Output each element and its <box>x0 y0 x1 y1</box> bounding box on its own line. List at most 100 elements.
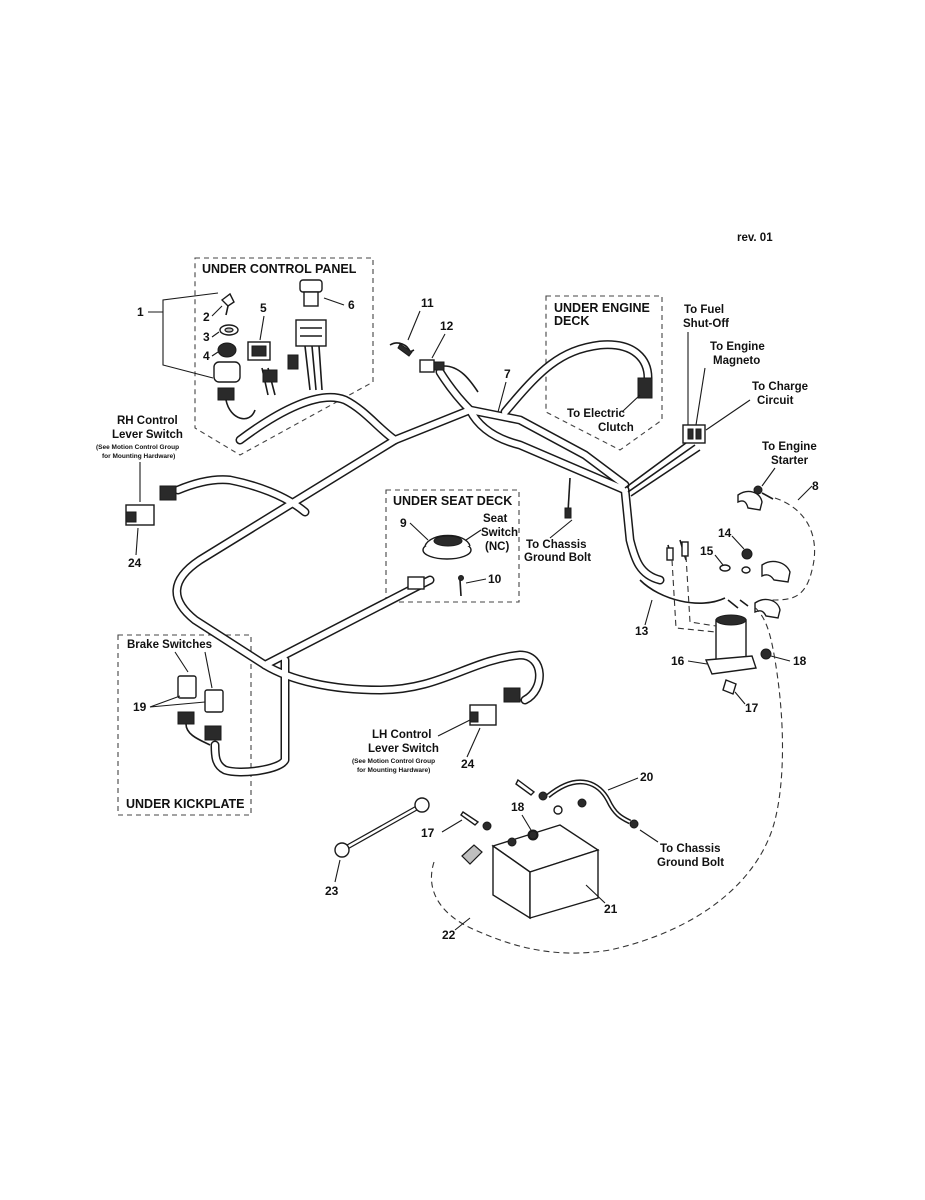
ignition-connector-icon <box>217 387 235 401</box>
brake-switches-title: Brake Switches <box>127 639 212 651</box>
nut-icon <box>760 648 772 660</box>
electric-clutch-label-2: Clutch <box>598 422 634 434</box>
solenoid-bracket-icon <box>704 655 757 675</box>
part-number-20: 20 <box>640 770 654 784</box>
part-number-8: 8 <box>812 479 819 493</box>
plug-parts: 11 12 7 <box>389 296 511 413</box>
kickplate-title: UNDER KICKPLATE <box>126 797 245 811</box>
boot-icon <box>737 490 763 511</box>
boot-icon <box>754 598 781 619</box>
part-number-23: 23 <box>325 884 339 898</box>
seat-deck-title: UNDER SEAT DECK <box>393 494 512 508</box>
part-number-17b: 17 <box>421 826 435 840</box>
seat-switch-label-1: Seat <box>483 513 507 525</box>
part-number-9: 9 <box>400 516 407 530</box>
main-harness <box>172 340 701 777</box>
engine-magneto-label-2: Magneto <box>713 355 760 367</box>
part-number-24a: 24 <box>128 556 142 570</box>
charge-circuit-label-1: To Charge <box>752 381 808 393</box>
chassis-ground-1-label-2: Ground Bolt <box>524 552 591 564</box>
kickplate-region: UNDER KICKPLATE Brake Switches <box>117 634 252 816</box>
seat-switch-label-3: (NC) <box>485 541 509 553</box>
bolt-icon <box>722 679 737 695</box>
part-number-2: 2 <box>203 310 210 324</box>
key-switch-parts <box>213 279 327 420</box>
boot-icon <box>761 560 791 583</box>
engine-starter-label-2: Starter <box>771 455 809 467</box>
electric-clutch-connector: To Electric Clutch <box>567 377 653 434</box>
lh-control-label-2: Lever Switch <box>368 743 439 755</box>
engine-deck-title-line1: UNDER ENGINE <box>554 301 650 315</box>
control-panel-title: UNDER CONTROL PANEL <box>202 262 357 276</box>
washer-icon <box>719 564 731 572</box>
brake-switch-parts: 19 <box>133 651 224 746</box>
part-number-6: 6 <box>348 298 355 312</box>
ignition-switch-icon <box>213 361 241 383</box>
part-number-21: 21 <box>604 902 618 916</box>
wire-clip-icon <box>397 343 413 357</box>
part-number-22: 22 <box>442 928 456 942</box>
part-number-12: 12 <box>440 319 454 333</box>
battery-parts: 23 21 20 To Chassis Ground Bolt 18 17 <box>325 604 784 954</box>
rh-note-2: for Mounting Hardware) <box>102 453 175 460</box>
fuel-shutoff-label-1: To Fuel <box>684 304 724 316</box>
brake-connector-icon <box>204 725 222 741</box>
electric-clutch-label-1: To Electric <box>567 408 626 420</box>
chassis-ground-1-label-1: To Chassis <box>526 539 587 551</box>
lh-note-2: for Mounting Hardware) <box>357 767 430 774</box>
battery-front-icon <box>529 849 599 919</box>
engine-deck-title-line2: DECK <box>554 314 589 328</box>
part-number-5: 5 <box>260 301 267 315</box>
chassis-ground-2-label-2: Ground Bolt <box>657 857 724 869</box>
part-number-14: 14 <box>718 526 732 540</box>
control-panel-region: UNDER CONTROL PANEL <box>194 257 374 456</box>
rh-note-1: (See Motion Control Group <box>96 444 179 451</box>
pto-switch-icon <box>303 291 319 307</box>
part-number-10: 10 <box>488 572 502 586</box>
solenoid-parts: 14 15 16 17 18 13 <box>635 526 807 715</box>
seat-switch-label-2: Switch <box>481 527 518 539</box>
part-number-1: 1 <box>137 305 144 319</box>
fuel-shutoff-label-2: Shut-Off <box>683 318 729 330</box>
seat-connector-icon <box>407 576 425 590</box>
solenoid-icon <box>715 619 747 661</box>
part-number-16: 16 <box>671 654 685 668</box>
key-icon <box>220 292 235 307</box>
part-number-13: 13 <box>635 624 649 638</box>
part-number-11: 11 <box>421 296 434 310</box>
pto-connector-icon <box>295 319 327 347</box>
part-number-15: 15 <box>700 544 714 558</box>
lh-note-1: (See Motion Control Group <box>352 758 435 765</box>
charge-circuit-label-2: Circuit <box>757 395 794 407</box>
nut-icon <box>741 548 753 560</box>
part-number-4: 4 <box>203 349 210 363</box>
rh-connector-icon <box>159 485 177 501</box>
rh-control-label-1: RH Control <box>117 415 178 427</box>
seat-switch-parts: 9 10 Seat Switch (NC) To Chassis Ground … <box>400 513 591 597</box>
brake-switch-icon <box>177 675 197 699</box>
part-number-3: 3 <box>203 330 210 344</box>
engine-magneto-label-1: To Engine <box>710 341 765 353</box>
lh-control-parts: LH Control Lever Switch (See Motion Cont… <box>352 687 521 774</box>
lh-connector-icon <box>503 687 521 703</box>
bolt-icon <box>515 778 536 796</box>
part-number-17: 17 <box>745 701 759 715</box>
brake-switch-icon <box>204 689 224 713</box>
revision-label: rev. 01 <box>737 232 773 244</box>
screw-icon <box>458 575 464 581</box>
bolt-icon <box>460 811 480 826</box>
rh-control-parts: RH Control Lever Switch (See Motion Cont… <box>96 415 183 570</box>
part-number-18b: 18 <box>511 800 525 814</box>
starter-parts: To Engine Starter 8 <box>737 441 819 619</box>
rh-control-label-2: Lever Switch <box>112 429 183 441</box>
engine-connectors: To Fuel Shut-Off To Engine Magneto To Ch… <box>682 304 808 444</box>
plug-icon <box>419 359 435 373</box>
engine-starter-label-1: To Engine <box>762 441 817 453</box>
lh-control-label-1: LH Control <box>372 729 431 741</box>
rod-end-icon <box>414 797 430 813</box>
pto-knob-icon <box>299 279 323 293</box>
brake-connector-icon <box>177 711 195 725</box>
engine-connector-icon <box>682 424 706 444</box>
clutch-connector-icon <box>637 377 653 399</box>
